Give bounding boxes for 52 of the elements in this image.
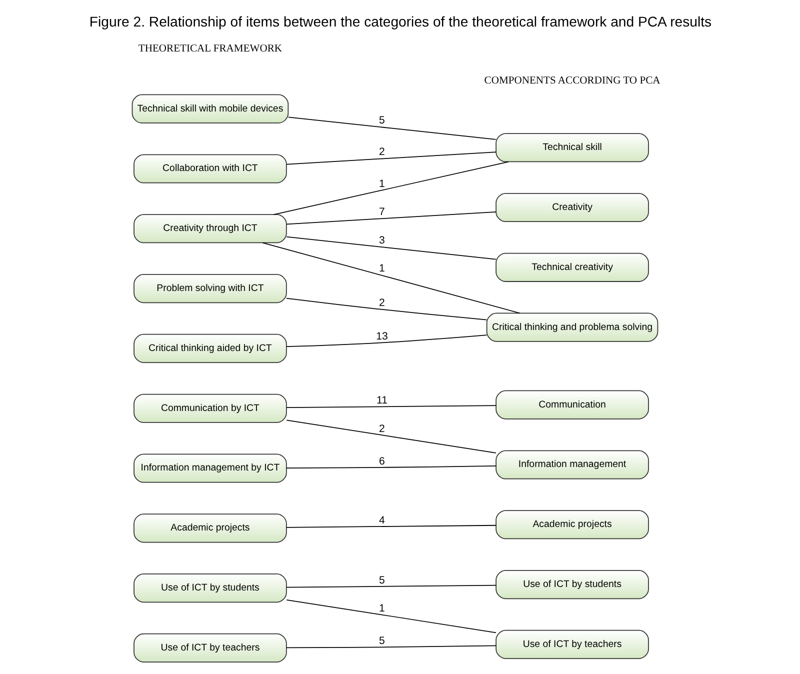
edge-label: 1 (378, 262, 384, 274)
edge-label: 2 (378, 296, 384, 309)
connector (286, 645, 496, 648)
node-box: Creativity (495, 192, 648, 222)
node-box: Critical thinking aided by ICT (133, 334, 286, 363)
edge-label: 5 (378, 635, 384, 648)
node-box: Technical skill with mobile devices (131, 94, 288, 124)
node-box: Information management (495, 450, 648, 480)
node-box: Use of ICT by students (133, 574, 286, 603)
edge-label: 7 (378, 206, 384, 218)
edge-label: 6 (378, 455, 384, 468)
node-box: Communication (495, 390, 648, 420)
node-box: Communication by ICT (133, 394, 286, 423)
node-box: Critical thinking and problema solving (486, 312, 658, 342)
node-box: Use of ICT by teachers (495, 630, 648, 659)
edge-label: 11 (376, 394, 387, 407)
node-box: Problem solving with ICT (133, 274, 286, 304)
node-box: Information management by ICT (133, 454, 286, 483)
edge-label: 3 (378, 234, 384, 246)
connector (286, 466, 496, 468)
node-box: Collaboration with ICT (133, 154, 286, 184)
connector (286, 298, 487, 320)
edge-label: 5 (378, 114, 384, 126)
edge-label: 1 (378, 602, 384, 614)
node-box: Creativity through ICT (133, 214, 286, 244)
connector (286, 405, 496, 408)
node-box: Use of ICT by students (495, 570, 648, 600)
node-box: Academic projects (133, 514, 286, 543)
label: COMPONENTS ACCORDING TO PCA (484, 75, 660, 86)
edge-label: 1 (378, 178, 384, 190)
connector (272, 161, 508, 215)
edge-label: 4 (378, 514, 384, 526)
edge-label: 13 (376, 330, 388, 342)
node-box: Academic projects (495, 510, 648, 540)
connector (286, 236, 496, 260)
connector (286, 524, 496, 528)
edge-label: 2 (378, 146, 384, 158)
edge-label: 2 (378, 422, 384, 435)
label: THEORETICAL FRAMEWORK (138, 44, 282, 55)
edge-label: 5 (378, 574, 384, 586)
connector (262, 242, 520, 314)
connector (286, 334, 487, 348)
connector (286, 152, 496, 165)
connector (286, 420, 496, 454)
node-box: Technical skill (495, 133, 648, 162)
node-box: Use of ICT by teachers (133, 633, 286, 662)
connector (286, 599, 496, 634)
node-box: Technical creativity (495, 252, 648, 282)
connector (286, 584, 496, 588)
connector (287, 116, 496, 140)
connector (286, 211, 496, 225)
diagram-title: Figure 2. Relationship of items between the categories of the theoretical framework and PCA results (88, 14, 712, 30)
